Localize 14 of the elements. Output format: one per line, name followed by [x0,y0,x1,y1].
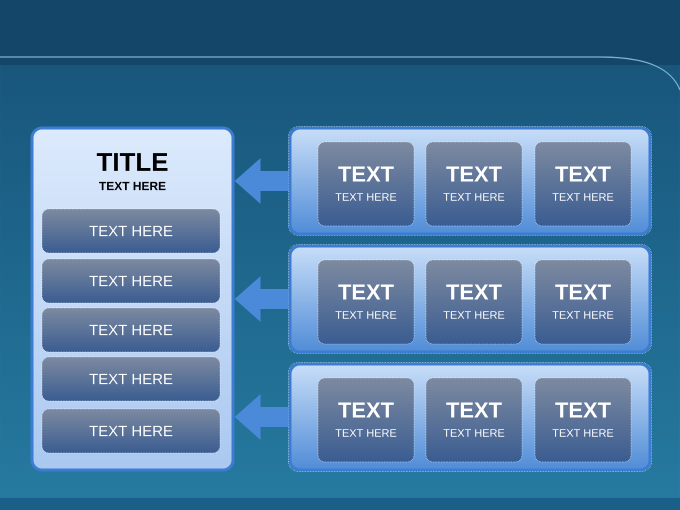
text-box: TEXT TEXT HERE [426,378,522,462]
text-box: TEXT HERE [42,408,220,454]
text-box: TEXT TEXT HERE [318,260,414,344]
text-box: TEXT TEXT HERE [426,142,522,226]
text-box: TEXT TEXT HERE [534,142,632,226]
text-box: TEXT TEXT HERE [534,260,632,344]
text-box: TEXT TEXT HERE [426,260,522,344]
text-box: TEXT HERE [42,258,220,304]
text-box: TEXT HERE [42,308,220,352]
text-box: TEXT TEXT HERE [318,142,414,226]
text-box: TEXT TEXT HERE [534,378,632,462]
text-box: TEXT HERE [42,356,220,402]
text-box: TEXT HERE [42,208,220,254]
text-box: TEXT TEXT HERE [318,378,414,462]
